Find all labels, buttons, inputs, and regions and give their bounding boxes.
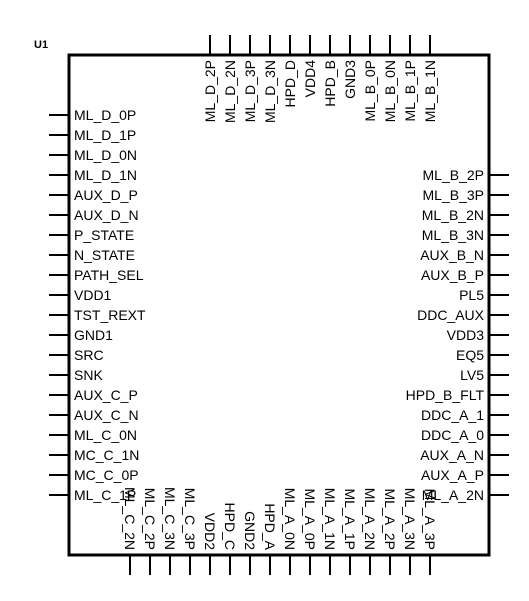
component-body <box>67 53 491 557</box>
pin-label-p-state: P_STATE <box>74 227 134 243</box>
pin-label-ml-d-1p: ML_D_1P <box>74 127 136 143</box>
pin-label-ddc-a-0: DDC_A_0 <box>421 427 484 443</box>
pin-label-ml-c-2n: ML_C_2N <box>122 487 138 550</box>
pin-label-ml-a-1n: ML_A_1N <box>322 488 338 550</box>
pin-label-aux-c-p: AUX_C_P <box>74 387 138 403</box>
pin-label-aux-a-n: AUX_A_N <box>420 447 484 463</box>
pin-label-lv5: LV5 <box>460 367 484 383</box>
pin-label-hpd-b: HPD_B <box>322 60 338 107</box>
pin-label-ml-b-2n: ML_B_2N <box>422 207 484 223</box>
pin-label-hpd-b-flt: HPD_B_FLT <box>406 387 485 403</box>
pin-label-ml-d-3n: ML_D_3N <box>262 60 278 123</box>
pin-label-ml-c-1p: ML_C_1P <box>74 487 136 503</box>
pin-label-ml-a-3p: ML_A_3P <box>422 489 438 550</box>
pin-label-aux-b-p: AUX_B_P <box>421 267 484 283</box>
pin-label-n-state: N_STATE <box>74 247 135 263</box>
pin-label-ddc-a-1: DDC_A_1 <box>421 407 484 423</box>
pin-label-ml-d-1n: ML_D_1N <box>74 167 137 183</box>
pin-label-ml-a-2p: ML_A_2P <box>382 489 398 550</box>
pin-label-ml-b-0p: ML_B_0P <box>362 60 378 121</box>
pin-label-gnd2: GND2 <box>242 511 258 550</box>
pin-label-hpd-d: HPD_D <box>282 60 298 107</box>
pin-label-hpd-a: HPD_A <box>262 503 278 550</box>
pin-label-ml-b-1n: ML_B_1N <box>422 60 438 122</box>
pin-label-ml-d-2n: ML_D_2N <box>222 60 238 123</box>
pin-label-gnd1: GND1 <box>74 327 113 343</box>
pin-label-ml-a-2n: ML_A_2N <box>362 488 378 550</box>
pin-label-vdd2: VDD2 <box>202 513 218 551</box>
pin-label-ml-b-1p: ML_B_1P <box>402 60 418 121</box>
pin-label-mc-c-0p: MC_C_0P <box>74 467 139 483</box>
pin-label-ml-b-2p: ML_B_2P <box>423 167 484 183</box>
pin-label-vdd1: VDD1 <box>74 287 112 303</box>
pin-label-ml-a-1p: ML_A_1P <box>342 489 358 550</box>
pin-label-vdd3: VDD3 <box>447 327 485 343</box>
pin-label-mc-c-1n: MC_C_1N <box>74 447 139 463</box>
pin-label-aux-c-n: AUX_C_N <box>74 407 139 423</box>
right-pin-group: ML_B_2P ML_B_3P ML_B_2N ML_B_3N AUX_B_N AUX_B… <box>406 167 509 503</box>
pin-label-ml-d-0n: ML_D_0N <box>74 147 137 163</box>
pin-label-ml-d-0p: ML_D_0P <box>74 107 136 123</box>
pin-label-ml-c-2p: ML_C_2P <box>142 488 158 550</box>
pin-label-ml-d-2p: ML_D_2P <box>202 60 218 122</box>
pin-label-ml-c-0n: ML_C_0N <box>74 427 137 443</box>
pin-label-ml-a-3n: ML_A_3N <box>402 488 418 550</box>
pin-label-aux-d-p: AUX_D_P <box>74 187 138 203</box>
pin-label-snk: SNK <box>74 367 103 383</box>
pin-label-path-sel: PATH_SEL <box>74 267 144 283</box>
pin-label-ml-a-0p: ML_A_0P <box>302 489 318 550</box>
pin-label-pl5: PL5 <box>459 287 484 303</box>
left-pin-group: ML_D_0P ML_D_1P ML_D_0N ML_D_1N AUX_D_P AUX_D… <box>49 107 146 503</box>
pin-label-ml-a-0n: ML_A_0N <box>282 488 298 550</box>
pin-label-hpd-c: HPD_C <box>222 503 238 550</box>
pin-label-vdd4: VDD4 <box>302 60 318 98</box>
pin-label-aux-b-n: AUX_B_N <box>420 247 484 263</box>
pin-label-ml-a-2n: ML_A_2N <box>422 487 484 503</box>
pin-label-ml-d-3p: ML_D_3P <box>242 60 258 122</box>
pin-label-ddc-aux: DDC_AUX <box>417 307 485 323</box>
pin-label-ml-b-0n: ML_B_0N <box>382 60 398 122</box>
pin-label-eq5: EQ5 <box>456 347 484 363</box>
pin-label-tst-rext: TST_REXT <box>74 307 146 323</box>
pin-label-ml-c-3p: ML_C_3P <box>182 488 198 550</box>
pin-label-ml-b-3p: ML_B_3P <box>423 187 484 203</box>
pin-label-src: SRC <box>74 347 104 363</box>
pin-label-gnd3: GND3 <box>342 60 358 99</box>
pin-label-aux-d-n: AUX_D_N <box>74 207 139 223</box>
pin-label-aux-a-p: AUX_A_P <box>421 467 484 483</box>
component-ref: U1 <box>34 39 48 51</box>
pin-label-ml-c-3n: ML_C_3N <box>162 487 178 550</box>
pin-label-ml-b-3n: ML_B_3N <box>422 227 484 243</box>
